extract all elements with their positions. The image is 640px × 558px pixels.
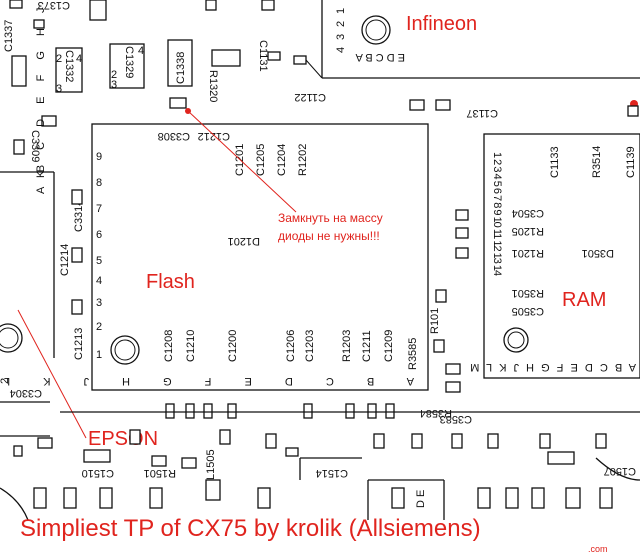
- ground-note-line2: диоды не нужны!!!: [278, 229, 380, 243]
- c1131-label: C1131: [257, 40, 269, 72]
- c1337-label: C1337: [3, 20, 15, 52]
- epson-label: EPSON: [88, 428, 158, 450]
- c1332-pin-2: 2: [56, 53, 62, 65]
- flash-row-3: 3: [96, 297, 102, 309]
- c1200-label: C1200: [227, 330, 239, 362]
- c3304-label: C3304: [10, 387, 42, 399]
- c1208-label: C1208: [163, 330, 175, 362]
- epson-pin-k: K: [35, 170, 47, 178]
- c1133-label: C1133: [549, 146, 561, 178]
- ram-label: RAM: [562, 289, 606, 311]
- infineon-pin-2: 2: [335, 21, 347, 27]
- d3501-label: D3501: [582, 247, 614, 259]
- d1201-label: D1201: [228, 235, 260, 247]
- top-left-components: C1373 C1337 C1332 2 4 3 C1329 2 4 3 C133…: [3, 0, 639, 119]
- flash-row-numbers: 9 8 7 6 5 4 3 2 1: [96, 151, 102, 361]
- flash-label: Flash: [146, 271, 195, 293]
- epson-col-letters: A B C D E F G H J K: [35, 0, 47, 194]
- c1122-label: C1122: [294, 91, 326, 103]
- c1203-label: C1203: [304, 330, 316, 362]
- c3308-label: C3308: [158, 130, 190, 142]
- r3584-label: R3584: [420, 407, 452, 419]
- ground-note-line1: Замкнуть на массу: [278, 211, 383, 225]
- infineon-label: Infineon: [406, 13, 477, 35]
- bottom-components: C3583 L1505 C1510 R1501 C1514 C1507: [0, 411, 640, 521]
- flash-row-1: 1: [96, 349, 102, 361]
- c1329-pin-4: 4: [138, 45, 144, 57]
- c1338-label: C1338: [175, 52, 187, 84]
- r1205-label: R1205: [512, 225, 544, 237]
- test-point-annotation: Замкнуть на массу диоды не нужны!!!: [169, 97, 383, 243]
- flash-row-6: 6: [96, 229, 102, 241]
- c1212-label: C1212: [198, 130, 230, 142]
- l1505-label: L1505: [205, 449, 217, 480]
- r1203-label: R1203: [341, 330, 353, 362]
- r1320-label: R1320: [207, 70, 219, 102]
- ram-col-letters: A B C D E F G H J K L M: [468, 361, 636, 373]
- c1137-label: C1137: [466, 107, 498, 119]
- r101-label: R101: [429, 308, 441, 334]
- c1205-label: C1205: [255, 144, 267, 176]
- r1501-label: R1501: [144, 467, 176, 479]
- c1332-label: C1332: [63, 50, 75, 82]
- r3514-label: R3514: [591, 146, 603, 178]
- c1510-label: C1510: [82, 467, 114, 479]
- footer-title: Simpliest TP of CX75 by krolik (Allsieme…: [20, 515, 481, 542]
- footer-domain: .com: [588, 544, 608, 554]
- c1206-label: C1206: [285, 330, 297, 362]
- infineon-pin-numbers: 4: [335, 47, 347, 53]
- infineon-row-letters: E D C B A: [355, 51, 405, 63]
- r3585-label: R3585: [407, 338, 419, 370]
- middle-right-pads: R101 R3584: [420, 209, 469, 419]
- flash-row-9: 9: [96, 151, 102, 163]
- ram-row-numbers: 1 2 3 4 5 6 7 8 9 10 11 12 13 14: [491, 152, 503, 276]
- flash-row-8: 8: [96, 177, 102, 189]
- ram-chip: 1 2 3 4 5 6 7 8 9 10 11 12 13 14 A B C D…: [468, 133, 640, 379]
- epson-pointer: [17, 309, 87, 439]
- c3505-label: C3505: [512, 305, 544, 317]
- flash-row-7: 7: [96, 203, 102, 215]
- c1507-label: C1507: [604, 465, 636, 477]
- infineon-chip: 4 3 2 1 E D C B A: [321, 0, 640, 79]
- c1210-label: C1210: [185, 330, 197, 362]
- c1514-label: C1514: [316, 467, 348, 479]
- infineon-pin-3: 3: [335, 34, 347, 40]
- r1201-label: R1201: [512, 247, 544, 259]
- c1373-label: C1373: [38, 0, 70, 11]
- flash-bottom-pads: [165, 403, 395, 419]
- flash-chip: 9 8 7 6 5 4 3 2 1 A B C D E F G H J K L …: [0, 123, 429, 391]
- left-components: C3309 K A B C D E F G H J K C3314 C1214 …: [0, 0, 85, 403]
- c1329-pin-3: 3: [111, 79, 117, 91]
- flash-row-2: 2: [96, 321, 102, 333]
- bottom-de-label: D E: [415, 490, 427, 508]
- epson-row-label: 2: [0, 378, 11, 384]
- c1329-label: C1329: [123, 46, 135, 78]
- flash-row-4: 4: [96, 275, 102, 287]
- r1202-label: R1202: [297, 144, 309, 176]
- c3309-label: C3309: [29, 130, 41, 162]
- c1332-pin-3: 3: [56, 83, 62, 95]
- c3504-label: C3504: [512, 207, 544, 219]
- c1332-pin-4: 4: [76, 53, 82, 65]
- c1204-label: C1204: [276, 144, 288, 176]
- c3583-label: C3583: [440, 413, 472, 425]
- flash-col-letters: A B C D E F G H J K L M: [0, 375, 414, 387]
- infineon-pin-1: 1: [335, 8, 347, 14]
- r3501-label: R3501: [512, 287, 544, 299]
- c3314-label: C3314: [73, 200, 85, 232]
- c1209-label: C1209: [383, 330, 395, 362]
- c1139-label: C1139: [625, 146, 637, 178]
- c1329-pin-2: 2: [111, 69, 117, 81]
- c1214-label: C1214: [59, 244, 71, 276]
- flash-row-5: 5: [96, 255, 102, 267]
- c1213-label: C1213: [73, 328, 85, 360]
- c1211-label: C1211: [361, 330, 373, 362]
